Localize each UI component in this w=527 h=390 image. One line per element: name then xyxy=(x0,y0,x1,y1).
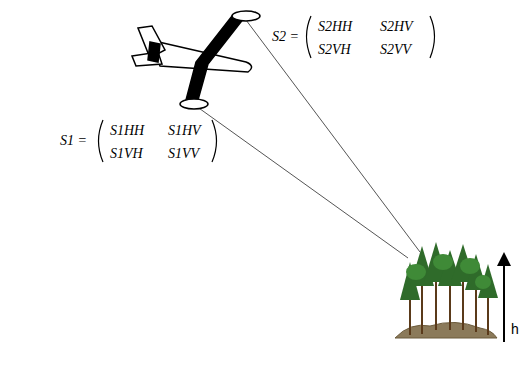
matrix-entry: S2HH xyxy=(318,20,352,34)
height-arrow xyxy=(497,252,511,342)
matrix-entry: S1VV xyxy=(168,147,199,161)
matrix-entry: S1 = xyxy=(60,134,87,148)
height-label: h xyxy=(511,322,519,336)
matrix-entry: S2VH xyxy=(318,43,351,57)
matrix-entry: S1HV xyxy=(168,124,201,138)
matrix-bracket xyxy=(99,16,435,162)
trees xyxy=(400,242,498,335)
matrix-entry: S2VV xyxy=(380,43,411,57)
line-of-sight xyxy=(196,106,408,258)
line-of-sight xyxy=(246,20,420,252)
matrix-entry: S1HH xyxy=(110,124,144,138)
matrix-entry: S2 = xyxy=(272,30,299,44)
airplane xyxy=(132,11,260,109)
matrix-entry: S1VH xyxy=(110,147,143,161)
matrix-entry: S2HV xyxy=(380,20,413,34)
